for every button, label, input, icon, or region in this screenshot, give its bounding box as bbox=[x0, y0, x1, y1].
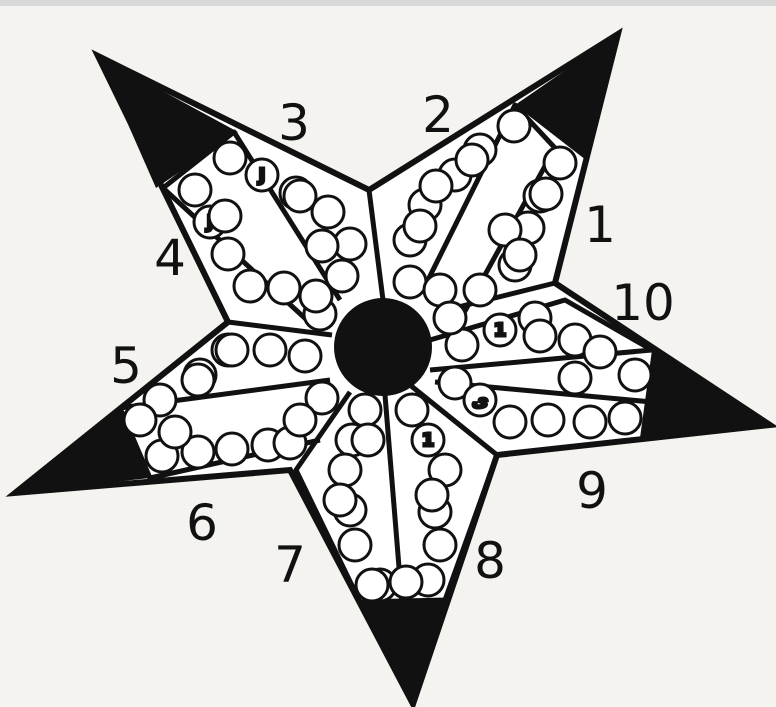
pit[interactable] bbox=[404, 210, 436, 242]
section-number-5: 5 bbox=[110, 337, 142, 395]
pit[interactable] bbox=[424, 529, 456, 561]
pit-section-3[interactable] bbox=[214, 142, 246, 174]
pit[interactable] bbox=[574, 406, 606, 438]
pit-section-10[interactable] bbox=[619, 359, 651, 391]
pit[interactable] bbox=[434, 302, 466, 334]
pit[interactable] bbox=[584, 336, 616, 368]
pit[interactable] bbox=[352, 424, 384, 456]
pit-mark: 1 bbox=[494, 320, 507, 341]
pit[interactable] bbox=[456, 144, 488, 176]
pit[interactable] bbox=[182, 364, 214, 396]
section-number-4: 4 bbox=[154, 229, 186, 287]
pit[interactable] bbox=[324, 484, 356, 516]
section-number-2: 2 bbox=[422, 86, 454, 144]
pit-section-5[interactable] bbox=[254, 334, 286, 366]
pit-section-7[interactable] bbox=[329, 454, 361, 486]
pit[interactable] bbox=[524, 320, 556, 352]
pit-section-2[interactable] bbox=[498, 110, 530, 142]
pit-section-6[interactable] bbox=[216, 433, 248, 465]
pit[interactable] bbox=[216, 334, 248, 366]
pit[interactable] bbox=[326, 260, 358, 292]
section-number-7: 7 bbox=[274, 536, 306, 594]
pit-section-8[interactable] bbox=[396, 394, 428, 426]
pit-mark: ى bbox=[472, 390, 489, 411]
pit[interactable] bbox=[356, 569, 388, 601]
pit-section-1[interactable] bbox=[544, 147, 576, 179]
center-hub bbox=[334, 298, 432, 396]
pit[interactable] bbox=[390, 566, 422, 598]
section-number-3: 3 bbox=[278, 94, 310, 152]
pit-mark: J bbox=[257, 165, 266, 186]
pit[interactable] bbox=[159, 416, 191, 448]
pit[interactable] bbox=[268, 272, 300, 304]
pit[interactable] bbox=[124, 404, 156, 436]
pit[interactable] bbox=[209, 200, 241, 232]
pit-section-9[interactable] bbox=[532, 404, 564, 436]
pit-section-4[interactable] bbox=[212, 238, 244, 270]
pit-section-4[interactable] bbox=[234, 270, 266, 302]
pit[interactable] bbox=[504, 239, 536, 271]
pit[interactable] bbox=[284, 404, 316, 436]
pit-mark: 1 bbox=[422, 430, 435, 451]
tip-right bbox=[640, 350, 770, 438]
section-number-1: 1 bbox=[584, 196, 616, 254]
pit[interactable] bbox=[284, 180, 316, 212]
pit-section-9[interactable] bbox=[494, 406, 526, 438]
section-number-8: 8 bbox=[474, 532, 506, 590]
pit[interactable] bbox=[416, 479, 448, 511]
section-number-6: 6 bbox=[186, 494, 218, 552]
pit-section-1[interactable] bbox=[464, 274, 496, 306]
pit-section-9[interactable] bbox=[609, 402, 641, 434]
section-number-10: 10 bbox=[611, 274, 675, 332]
pit[interactable] bbox=[339, 529, 371, 561]
pit[interactable] bbox=[420, 170, 452, 202]
pit[interactable] bbox=[559, 362, 591, 394]
pit[interactable] bbox=[306, 230, 338, 262]
section-number-9: 9 bbox=[576, 462, 608, 520]
pit-section-4[interactable] bbox=[179, 174, 211, 206]
pit-section-7[interactable] bbox=[349, 394, 381, 426]
pit-section-5[interactable] bbox=[289, 340, 321, 372]
pit[interactable] bbox=[530, 178, 562, 210]
pit[interactable] bbox=[394, 266, 426, 298]
